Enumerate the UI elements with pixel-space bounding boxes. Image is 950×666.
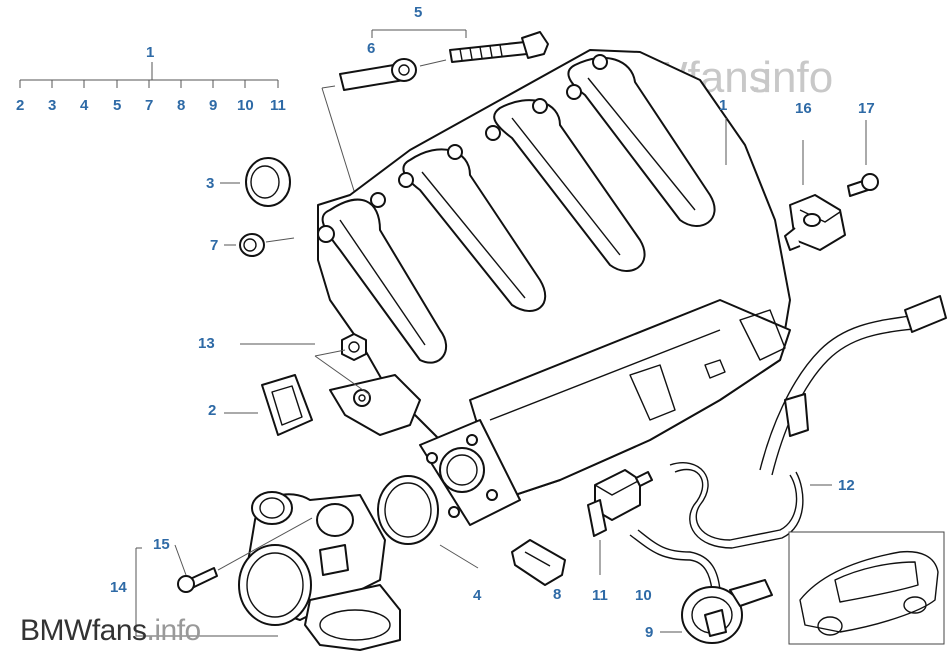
callout-6[interactable]: 6 [367, 40, 375, 57]
callout-group-5: 5 6 [367, 4, 467, 57]
stud-bolt [339, 58, 447, 91]
vacuum-actuator [681, 579, 773, 644]
callout-group-item[interactable]: 10 [237, 97, 254, 114]
sensor-screw [847, 173, 879, 197]
seal-ring [245, 157, 291, 207]
callout-5[interactable]: 5 [414, 4, 422, 21]
callout-14[interactable]: 14 [110, 579, 127, 596]
footer-brand: BMWfans.info [20, 614, 201, 648]
callout-4[interactable]: 4 [473, 587, 482, 604]
vehicle-inset [788, 531, 945, 645]
callout-group-item[interactable]: 9 [209, 97, 217, 114]
callout-1-group[interactable]: 1 [146, 44, 154, 61]
rectangular-gasket [261, 374, 313, 436]
screw [177, 567, 218, 593]
long-bolt [449, 31, 549, 63]
callout-group-item[interactable]: 8 [177, 97, 185, 114]
callout-group-item[interactable]: 3 [48, 97, 56, 114]
vacuum-hose-long [759, 295, 947, 476]
callout-group-item[interactable]: 2 [16, 97, 24, 114]
callout-group-item[interactable]: 5 [113, 97, 121, 114]
callout-group-item[interactable]: 7 [145, 97, 153, 114]
callout-10[interactable]: 10 [635, 587, 652, 604]
callout-9[interactable]: 9 [645, 624, 653, 641]
callout-16[interactable]: 16 [795, 100, 812, 117]
o-ring [377, 475, 439, 545]
throttle-body [238, 491, 401, 651]
callout-11[interactable]: 11 [592, 587, 608, 604]
callout-15[interactable]: 15 [153, 536, 170, 553]
solenoid-valve [587, 469, 653, 537]
footer-brand-name: BMWfans [20, 614, 147, 647]
callout-group-1: 1 2 3 4 5 7 8 9 10 11 [16, 44, 286, 114]
callout-3[interactable]: 3 [206, 175, 214, 192]
vacuum-hose [629, 462, 804, 591]
pressure-sensor [784, 194, 846, 251]
callout-7[interactable]: 7 [210, 237, 218, 254]
callout-8[interactable]: 8 [553, 586, 561, 603]
callout-group-item[interactable]: 4 [80, 97, 89, 114]
callout-12[interactable]: 12 [838, 477, 855, 494]
intake-manifold [317, 49, 791, 526]
spring-clip [511, 539, 566, 586]
callout-13[interactable]: 13 [198, 335, 215, 352]
footer-brand-ext: .info [146, 614, 202, 647]
callout-17[interactable]: 17 [858, 100, 875, 117]
watermark-ext: .info [750, 53, 833, 102]
small-seal [239, 233, 265, 257]
hex-nut [341, 333, 367, 361]
callout-2[interactable]: 2 [208, 402, 216, 419]
callout-group-item[interactable]: 11 [270, 97, 286, 114]
callout-1[interactable]: 1 [719, 97, 727, 114]
